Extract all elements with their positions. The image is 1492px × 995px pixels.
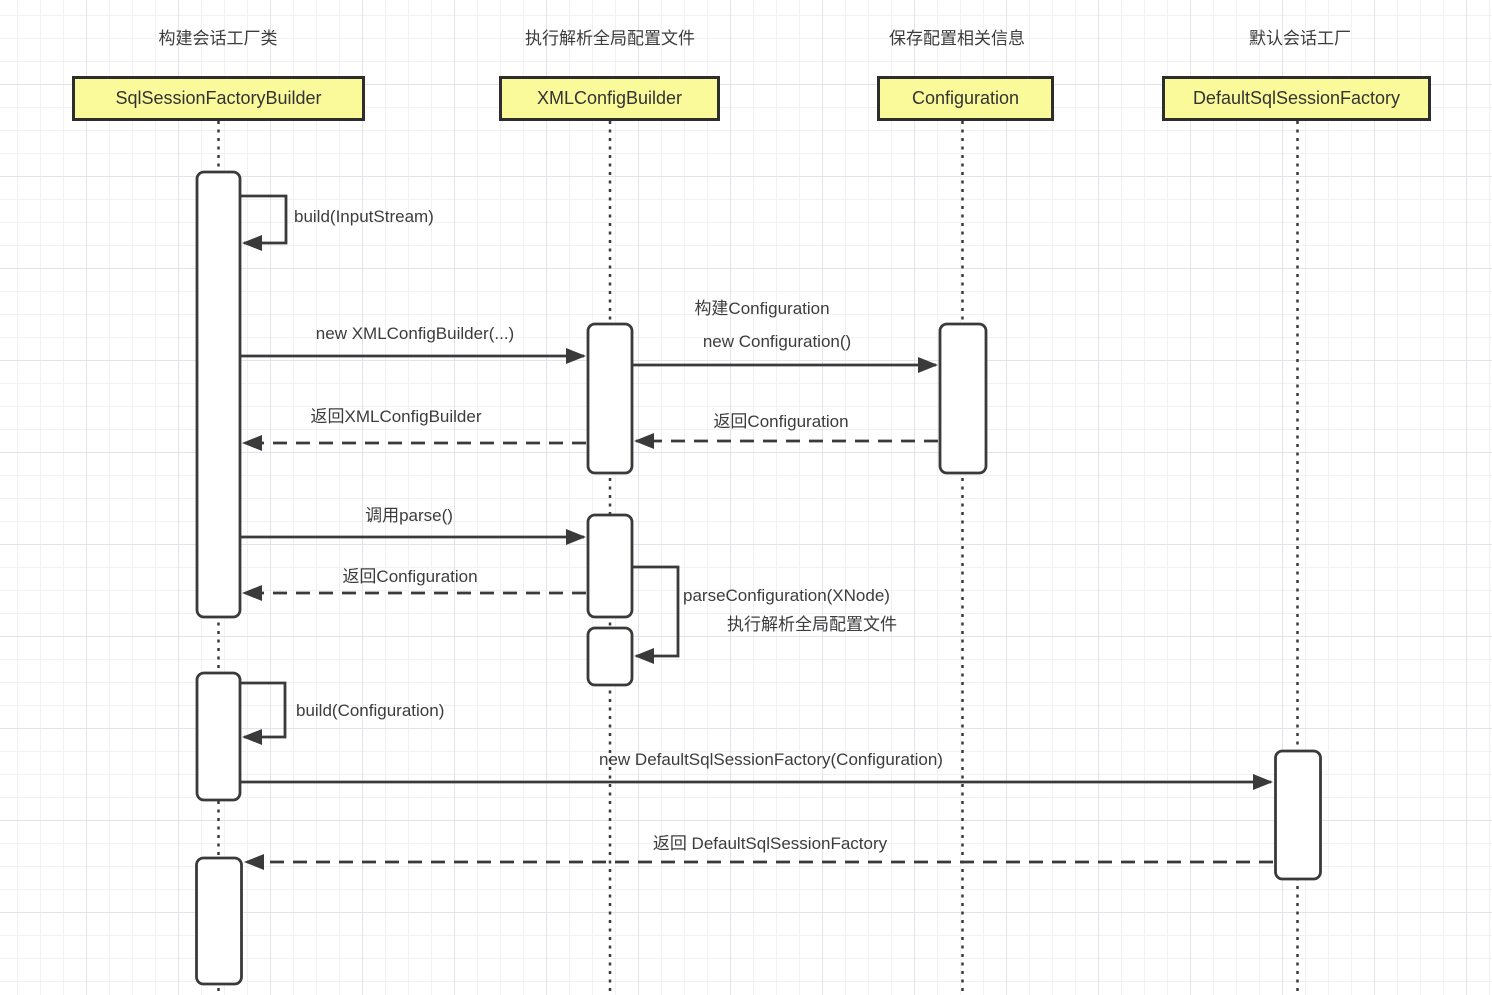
participant-label: XMLConfigBuilder [536,88,683,108]
activation-xmlconfigbuilder-3 [586,626,634,687]
activation-sqlsessionfactorybuilder-1 [195,170,242,619]
message-label-parse-configuration: parseConfiguration(XNode) [683,586,890,605]
message-label-construct-configuration: 构建Configuration [694,299,830,318]
activation-xmlconfigbuilder-1 [586,322,634,475]
message-label-return-configuration-1: 返回Configuration [713,412,849,431]
participant-note-sqlsessionfactorybuilder: 构建会话工厂类 [158,29,278,48]
message-label-build-configuration: build(Configuration) [296,701,445,720]
self-call-build-configuration-arrow [240,681,287,745]
message-label-call-parse: 调用parse() [365,506,453,525]
activation-configuration [938,322,988,475]
participant-label: Configuration [911,88,1020,108]
participant-box-configuration: Configuration [877,76,1054,121]
message-label-build-inputstream: build(InputStream) [294,207,434,226]
participant-note-configuration: 保存配置相关信息 [889,29,1025,48]
participant-note-defaultsqlsessionfactory: 默认会话工厂 [1249,29,1351,48]
message-label-new-configuration: new Configuration() [702,332,852,351]
self-call-build-inputstream-arrow [240,194,288,251]
participant-box-defaultsqlsessionfactory: DefaultSqlSessionFactory [1162,76,1431,121]
participant-box-xmlconfigbuilder: XMLConfigBuilder [499,76,720,121]
message-label-parse-configuration-note: 执行解析全局配置文件 [727,615,897,634]
self-call-parse-configuration-arrow [632,565,680,664]
activation-sqlsessionfactorybuilder-2 [195,671,242,802]
participant-label: SqlSessionFactoryBuilder [115,88,322,108]
activation-sqlsessionfactorybuilder-3 [195,856,243,986]
message-label-new-defaultsqlsessionfactory: new DefaultSqlSessionFactory(Configurati… [599,750,943,769]
activation-xmlconfigbuilder-2 [586,513,634,619]
message-label-return-configuration-2: 返回Configuration [342,567,478,586]
message-label-return-defaultsqlsessionfactory: 返回 DefaultSqlSessionFactory [652,834,888,853]
message-label-new-xmlconfigbuilder: new XMLConfigBuilder(...) [315,324,515,343]
participant-box-sqlsessionfactorybuilder: SqlSessionFactoryBuilder [72,76,365,121]
participant-note-xmlconfigbuilder: 执行解析全局配置文件 [525,29,695,48]
participant-label: DefaultSqlSessionFactory [1192,88,1401,108]
message-label-return-xmlconfigbuilder: 返回XMLConfigBuilder [310,407,482,426]
activation-defaultsqlsessionfactory [1274,749,1322,881]
